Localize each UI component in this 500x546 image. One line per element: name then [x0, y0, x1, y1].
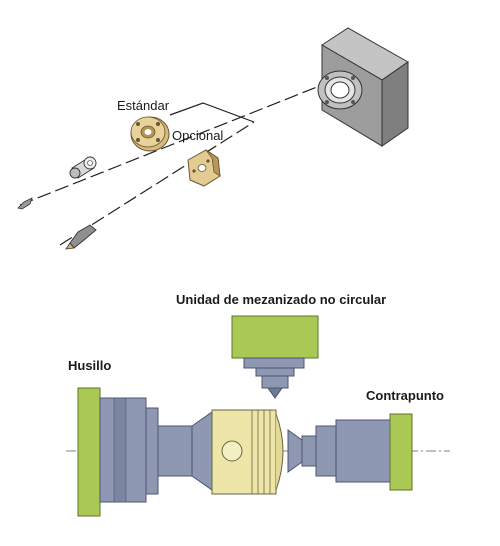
small-drill-bit — [17, 197, 33, 210]
optional-label: Opcional — [172, 128, 224, 143]
standard-label: Estándar — [117, 98, 170, 113]
yellow-chuck — [211, 409, 284, 495]
tailstock-plate — [389, 413, 413, 491]
axis-line-upper — [19, 84, 323, 206]
spindle-shaft — [157, 425, 193, 477]
spindle-label: Husillo — [68, 358, 112, 373]
chuck-housing-block — [317, 27, 409, 147]
workpiece-tip — [287, 429, 303, 473]
spindle-plate — [77, 387, 101, 517]
leader-line-standard — [169, 102, 255, 123]
axis-line-lower — [59, 121, 255, 246]
exploded-view — [17, 27, 409, 250]
tailstock — [301, 413, 413, 491]
standard-chuck — [130, 116, 170, 152]
assembly-view — [66, 315, 450, 517]
tailstock-label: Contrapunto — [366, 388, 444, 403]
collet — [69, 156, 97, 179]
optional-chuck — [187, 149, 221, 187]
milling-unit — [231, 315, 319, 399]
milling-unit-label: Unidad de mezanizado no circular — [176, 292, 387, 307]
chuck-cone — [191, 411, 213, 491]
cutting-tool — [65, 224, 97, 250]
